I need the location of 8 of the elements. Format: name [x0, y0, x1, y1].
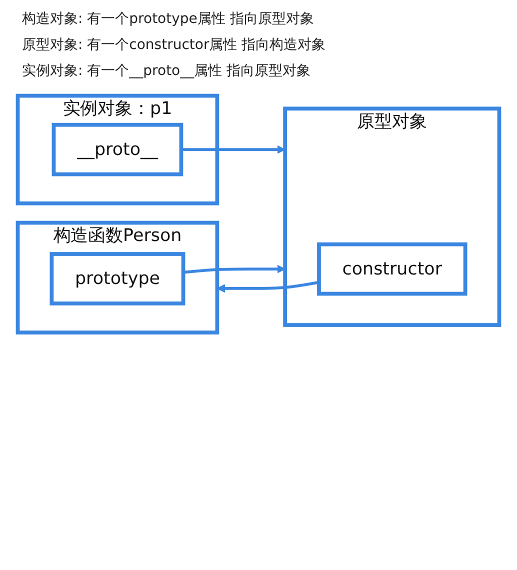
node-box: prototype — [50, 252, 186, 306]
arrow — [181, 145, 286, 154]
note-text: 原型对象: 有一个constructor属性 指向构造对象 — [22, 36, 327, 55]
node-box: constructor — [317, 242, 468, 296]
note-text: 实例对象: 有一个__proto__属性 指向原型对象 — [22, 62, 312, 81]
note-text: 构造对象: 有一个prototype属性 指向原型对象 — [22, 10, 315, 29]
arrow — [183, 264, 286, 274]
node-box: __proto__ — [52, 122, 184, 176]
